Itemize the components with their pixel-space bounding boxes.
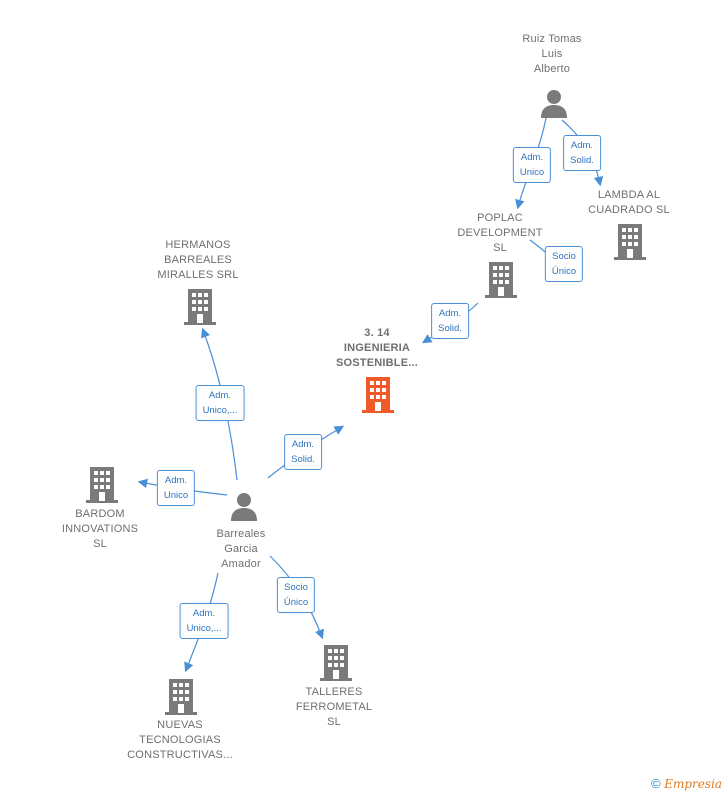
node-label-lambda[interactable]: LAMBDA AL CUADRADO SL	[588, 189, 670, 216]
building-icon[interactable]	[184, 289, 216, 325]
node-label-talleres[interactable]: TALLERES FERROMETAL SL	[295, 686, 373, 728]
edge-badge-barreales-nuevas[interactable]: Adm. Unico,...	[179, 603, 229, 639]
node-label-bardom[interactable]: BARDOM INNOVATIONS SL	[61, 508, 139, 550]
edge-badge-socio-unico[interactable]: Socio Único	[544, 246, 584, 282]
edge-badge-barreales-hermanos[interactable]: Adm. Unico,...	[195, 385, 245, 421]
edge-badge-barreales-talleres[interactable]: Socio Único	[276, 577, 316, 613]
node-label-hermanos[interactable]: HERMANOS BARREALES MIRALLES SRL	[157, 239, 239, 281]
edge-badge-poplac-ingenieria[interactable]: Adm. Solid.	[431, 303, 469, 339]
person-icon[interactable]	[229, 491, 259, 521]
building-icon[interactable]	[614, 224, 646, 260]
copyright-symbol: ©	[650, 776, 661, 791]
building-icon[interactable]	[165, 679, 197, 715]
brand-logo[interactable]: Empresia	[664, 777, 722, 791]
node-label-ruiz[interactable]: Ruiz Tomas Luis Alberto	[522, 33, 582, 75]
building-icon[interactable]	[86, 467, 118, 503]
building-icon[interactable]	[320, 645, 352, 681]
edge-badge-ruiz-poplac[interactable]: Adm. Unico	[512, 147, 552, 183]
node-label-nuevas[interactable]: NUEVAS TECNOLOGIAS CONSTRUCTIVAS...	[127, 719, 233, 761]
edge-badge-barreales-ingenieria[interactable]: Adm. Solid.	[284, 434, 322, 470]
building-icon[interactable]	[485, 262, 517, 298]
edge-badge-ruiz-lambda[interactable]: Adm. Solid.	[563, 135, 601, 171]
edge-badge-barreales-bardom[interactable]: Adm. Unico	[156, 470, 196, 506]
node-label-barreales[interactable]: Barreales Garcia Amador	[216, 528, 266, 570]
node-label-ingenieria[interactable]: 3. 14 INGENIERIA SOSTENIBLE...	[335, 327, 419, 369]
node-label-poplac[interactable]: POPLAC DEVELOPMENT SL	[457, 212, 543, 254]
building-icon-focus[interactable]	[362, 377, 394, 413]
copyright-footer: © Empresia	[651, 776, 722, 791]
person-icon[interactable]	[539, 88, 569, 118]
